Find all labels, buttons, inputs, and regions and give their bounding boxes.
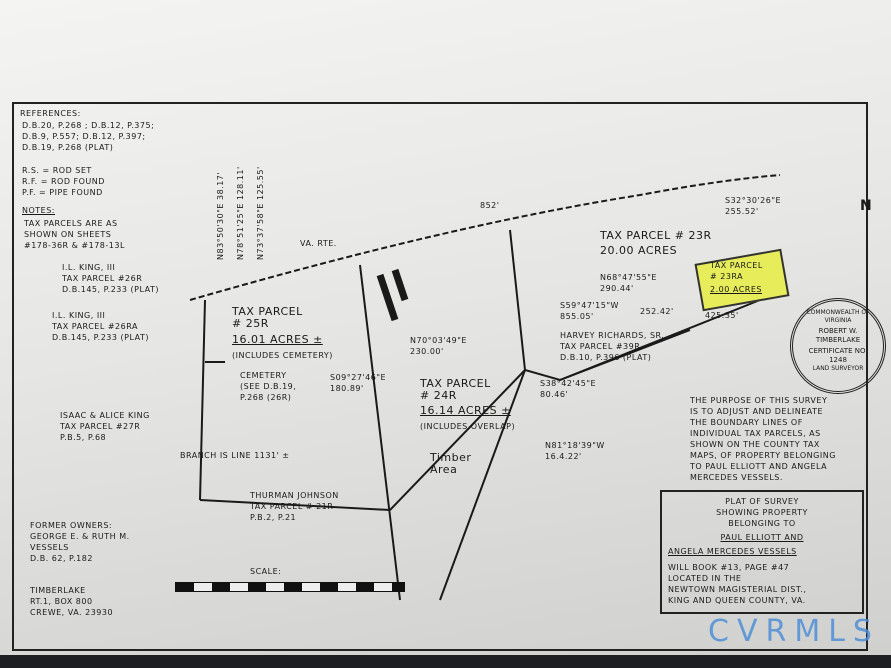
- neighbor-king-26ra: I.L. King, III Tax Parcel #26RA D.B.145,…: [52, 311, 149, 342]
- former-owners: Former owners: George E. & Ruth M. Vesse…: [30, 521, 130, 563]
- parcel-25r-acres: 16.01 Acres ±: [232, 333, 323, 346]
- branch-label: Branch is line 1131' ±: [180, 451, 290, 460]
- purpose-statement: The purpose of this survey is to adjust …: [690, 396, 836, 482]
- legend: R.S. = Rod Set R.F. = Rod Found P.F. = P…: [22, 166, 105, 197]
- parcel-23ra-label: Tax Parcel # 23RA: [710, 261, 763, 281]
- parcel-23r-label: Tax Parcel # 23R: [600, 229, 712, 242]
- surveyor-address: Timberlake Rt.1, Box 800 Crewe, VA. 2393…: [30, 586, 114, 617]
- neighbor-johnson: Thurman Johnson Tax Parcel # 21R P.B.2, …: [250, 491, 339, 522]
- north-arrow: N: [860, 198, 873, 214]
- bearing-label: N78°51'25"E 128.11': [236, 166, 245, 260]
- neighbor-king-26r: I.L. King, III Tax Parcel #26R D.B.145, …: [62, 263, 159, 294]
- bearing-label: 425.35': [705, 311, 739, 320]
- title-heading: Plat of Survey showing property belongin…: [716, 497, 808, 528]
- seal-cert: Certificate No. 1248: [808, 347, 868, 364]
- parcel-23ra-acres: 2.00 Acres: [710, 285, 762, 294]
- parcel-24r-label: Tax Parcel # 24R: [420, 377, 491, 402]
- parcel-25r-note: (Includes Cemetery): [232, 351, 333, 360]
- parcel-24r-acres: 16.14 Acres ±: [420, 404, 511, 417]
- seal-ring-text: Commonwealth of Virginia: [806, 309, 870, 324]
- seal-name: Robert W. Timberlake: [815, 327, 861, 344]
- bearing-label: N81°18'39"W 16.4.22': [545, 441, 605, 461]
- bearing-label: S38°42'45"E 80.46': [540, 379, 597, 399]
- bearing-label: S09°27'46"E 180.89': [330, 373, 387, 393]
- os-taskbar: [0, 655, 891, 668]
- notes-heading: Notes:: [22, 206, 55, 215]
- bearing-label: 852': [480, 201, 500, 210]
- cemetery-label: Cemetery (See D.B.19, P.268 (26R): [240, 371, 297, 402]
- bearing-label: S32°30'26"E 255.52': [725, 196, 782, 216]
- bearing-label: S59°47'15"W 855.05': [560, 301, 619, 321]
- seal-footer: Land Surveyor: [812, 365, 864, 372]
- road-label: Va. Rte.: [300, 239, 337, 248]
- neighbor-king-27r: Isaac & Alice King Tax Parcel #27R P.B.5…: [60, 411, 150, 442]
- timber-area-label: Timber Area: [430, 451, 472, 476]
- owner-line-1: Paul Elliott and: [720, 533, 804, 542]
- scale-label: Scale:: [250, 567, 282, 576]
- neighbor-richards: Harvey Richards, Sr. Tax Parcel #39R D.B…: [560, 331, 665, 362]
- bearing-label: N70°03'49"E 230.00': [410, 336, 467, 356]
- bearing-label: N68°47'55"E 290.44': [600, 273, 657, 293]
- parcel-25r-label: Tax Parcel # 25R: [232, 305, 303, 330]
- bearing-label: N83°50'30"E 38.17': [216, 171, 225, 260]
- watermark-logo: CVRMLS: [708, 614, 880, 649]
- bearing-label: 252.42': [640, 307, 674, 316]
- parcel-23r-acres: 20.00 Acres: [600, 244, 678, 257]
- references-list: D.B.20, P.268 ; D.B.12, P.375; D.B.9, P.…: [22, 121, 155, 152]
- bearing-label: N73°37'58"E 125.55': [256, 166, 265, 260]
- title-block: Plat of Survey showing property belongin…: [660, 490, 864, 614]
- surveyor-seal: Commonwealth of Virginia Robert W. Timbe…: [790, 298, 886, 394]
- title-details: Will Book #13, Page #47 Located in the N…: [668, 563, 807, 605]
- parcel-24r-note: (Includes Overlap): [420, 422, 516, 431]
- scale-bar: [175, 582, 405, 592]
- references-heading: References:: [20, 109, 81, 118]
- owner-line-2: Angela Mercedes Vessels: [668, 547, 797, 556]
- notes-text: Tax parcels are as shown on sheets #178-…: [24, 219, 125, 250]
